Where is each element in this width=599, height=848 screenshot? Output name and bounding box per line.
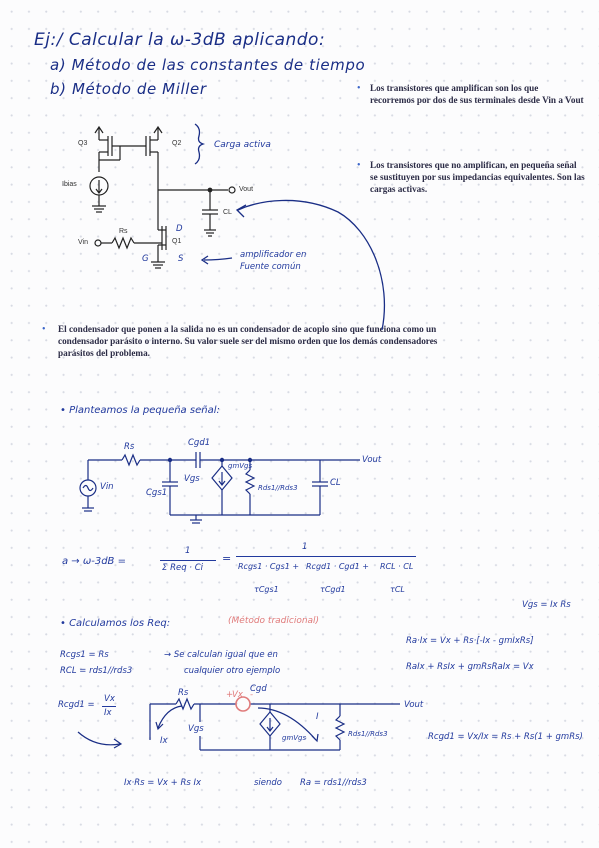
ss-vout-label: Vout [362, 455, 382, 465]
fraction-bar [102, 706, 116, 707]
note-bullet: • [42, 324, 46, 335]
kvl-line-2: RaIx + RsIx + gmRsRaIx = Vx [406, 662, 534, 672]
eq-tau3: τCL [390, 585, 405, 594]
tc-cgd-label: Cgd [250, 684, 267, 694]
fraction-bar [236, 556, 416, 557]
note-bullet: • [357, 83, 361, 94]
req-heading: • Calculamos los Req: [60, 618, 171, 629]
same-note-2: cualquier otro ejemplo [184, 666, 281, 676]
note-bullet: • [357, 160, 361, 171]
ss-rs-label: Rs [124, 442, 135, 452]
tc-rs-label: Rs [178, 688, 189, 698]
gate-label: G [142, 254, 149, 264]
ss-gmvgs-label: gmVgs [228, 462, 253, 470]
eq-term2: Rcgd1 · Cgd1 + [306, 562, 369, 571]
req-method: (Método tradicional) [228, 616, 320, 626]
tc-vout-label: Vout [404, 700, 424, 710]
kvl-line-1: Ra·Ix = Vx + Rs·[-Ix - gmIxRs] [406, 636, 534, 646]
amplifier-note: amplificador en [240, 250, 307, 260]
rcl-eq: RCL = rds1//rds3 [60, 666, 133, 676]
ss-cgd-label: Cgd1 [188, 438, 211, 448]
ss-vgs-label: Vgs [184, 474, 200, 484]
eq-lhs: a → ω-3dB = [62, 556, 126, 567]
tc-ix-label: Ix [160, 736, 168, 746]
rs-label: Rs [119, 228, 128, 235]
vout-label: Vout [239, 186, 254, 193]
method-a: a) Método de las constantes de tiempo [50, 56, 366, 74]
eq-num2: 1 [302, 542, 308, 552]
common-source-note: Fuente común [240, 262, 301, 272]
tc-i-label: I [316, 712, 319, 722]
eq-tau1: τCgs1 [254, 585, 279, 594]
active-load-note: Carga activa [214, 140, 271, 150]
rcgd-result: Rcgd1 = Vx/Ix = Rs + Rs(1 + gmRs) [428, 732, 583, 742]
q3-label: Q3 [78, 140, 88, 147]
vin-label: Vin [78, 239, 88, 246]
tc-plus: + [226, 690, 234, 700]
eq-term1: Rcgs1 · Cgs1 + [238, 562, 300, 571]
vgs-eq: Vgs = Ix Rs [522, 600, 571, 610]
note-output-capacitor: El condensador que ponen a la salida no … [58, 324, 438, 358]
eq-tau2: τCgd1 [320, 585, 346, 594]
rcgs-eq: Rcgs1 = Rs [60, 650, 109, 660]
rcgd-def: Rcgd1 = [58, 700, 95, 710]
ra-def: Ra = rds1//rds3 [300, 778, 367, 788]
eq-term3: RCL · CL [380, 562, 414, 571]
ss-vin-label: Vin [100, 482, 114, 492]
rcgd-frac-num: Vx [104, 694, 115, 704]
eq-equals: = [222, 552, 232, 565]
note-amplifiers: Los transistores que amplifican son los … [370, 83, 584, 105]
tc-gmvgs-label: gmVgs [282, 734, 307, 742]
rcgd-frac-den: Ix [104, 708, 112, 718]
eq-num1: 1 [185, 546, 191, 556]
note-active-loads: Los transistores que no amplifican, en p… [370, 160, 585, 194]
drain-label: D [176, 224, 183, 234]
ss-rds-label: Rds1//Rds3 [258, 484, 298, 492]
tc-minus: - [250, 690, 254, 700]
exercise-title: Ej:/ Calcular la ω-3dB aplicando: [34, 30, 326, 50]
tc-vx: Vx [232, 690, 243, 700]
same-note-1: → Se calculan igual que en [164, 650, 278, 660]
ibias-label: Ibias [62, 181, 77, 188]
ss-cgs-label: Cgs1 [146, 488, 168, 498]
tc-rds-label: Rds1//Rds3 [348, 730, 388, 738]
ss-cl-label: CL [330, 478, 341, 488]
cl-label: CL [223, 209, 232, 216]
siendo-word: siendo [254, 778, 283, 788]
method-b: b) Método de Miller [50, 80, 207, 98]
q1-label: Q1 [172, 238, 182, 245]
fraction-bar [160, 560, 216, 561]
eq-den1: Σ Req · Ci [162, 563, 204, 573]
q2-label: Q2 [172, 140, 182, 147]
source-label: S [178, 254, 184, 264]
tc-vgs-label: Vgs [188, 724, 204, 734]
test-voltage-source-icon [235, 696, 251, 712]
small-signal-heading: • Planteamos la pequeña señal: [60, 405, 220, 416]
bottom-eq: Ix·Rs = Vx + Rs Ix [124, 778, 202, 788]
